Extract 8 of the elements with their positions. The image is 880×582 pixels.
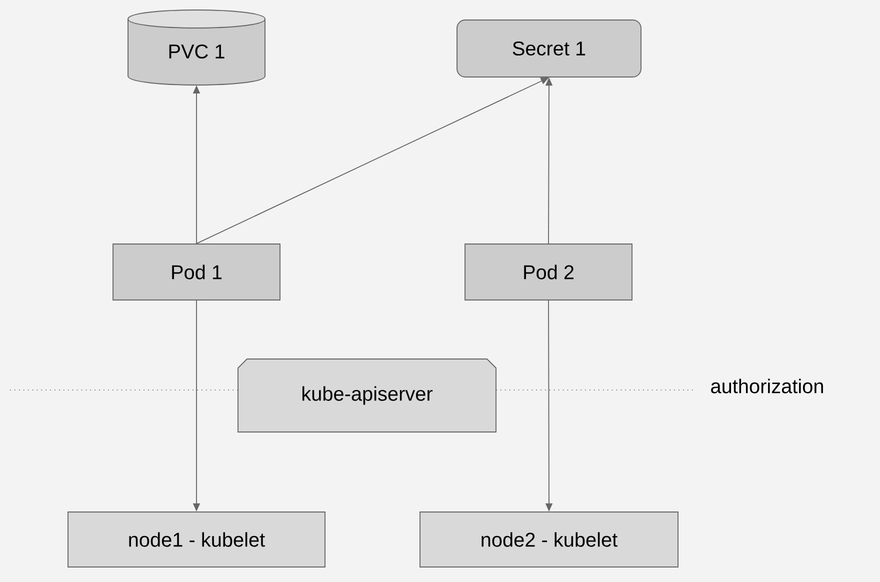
server-box: kube-apiserver xyxy=(238,358,496,432)
storage-cylinder: PVC 1 xyxy=(128,10,266,86)
rounded-box: Secret 1 xyxy=(456,20,642,78)
process-box: Pod 1 xyxy=(112,244,280,300)
process-box: Pod 2 xyxy=(464,244,632,300)
boundary-label: authorization xyxy=(711,378,823,394)
process-box: node1 - kubelet xyxy=(68,512,326,568)
process-box: node2 - kubelet xyxy=(420,512,678,568)
